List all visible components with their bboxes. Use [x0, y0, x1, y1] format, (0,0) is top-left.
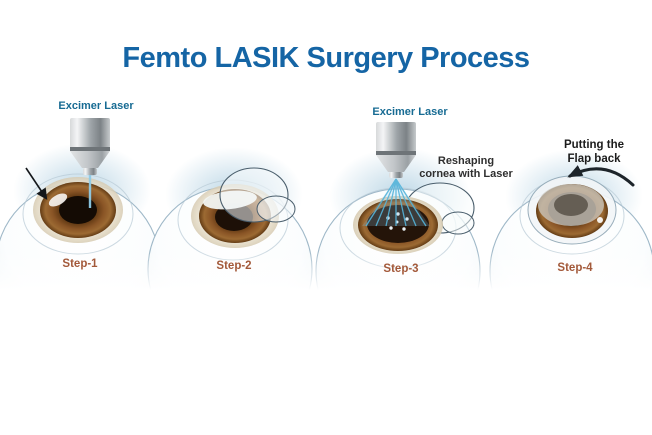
pointer-arrow [25, 167, 48, 200]
step1-label: Step-1 [62, 258, 98, 270]
excimer-laser-device-icon [376, 122, 416, 178]
page-title: Femto LASIK Surgery Process [122, 42, 530, 74]
laser-beam-fan [362, 178, 430, 227]
step3-note: Reshaping cornea with Laser [416, 155, 516, 181]
step3-laser-label: Excimer Laser [372, 106, 448, 118]
step3-note-line2: cornea with Laser [419, 168, 513, 180]
step4-note: Putting the Flap back [544, 138, 644, 166]
bottom-fade [0, 250, 652, 290]
steps-illustration [0, 118, 652, 290]
curved-flap-arrow [567, 165, 635, 187]
corneal-flap-outline [219, 167, 296, 223]
step1-laser-label: Excimer Laser [58, 100, 134, 112]
step4-label: Step-4 [557, 262, 593, 274]
step2-label: Step-2 [216, 260, 252, 272]
step3-note-line1: Reshaping [437, 155, 495, 167]
excimer-laser-device-icon [70, 118, 110, 175]
step4-note-line1: Putting the [563, 139, 625, 151]
step4-note-line2: Flap back [567, 153, 621, 165]
step4-iris-with-flap [527, 175, 617, 245]
step3-label: Step-3 [383, 263, 419, 275]
step1-iris [33, 177, 123, 243]
